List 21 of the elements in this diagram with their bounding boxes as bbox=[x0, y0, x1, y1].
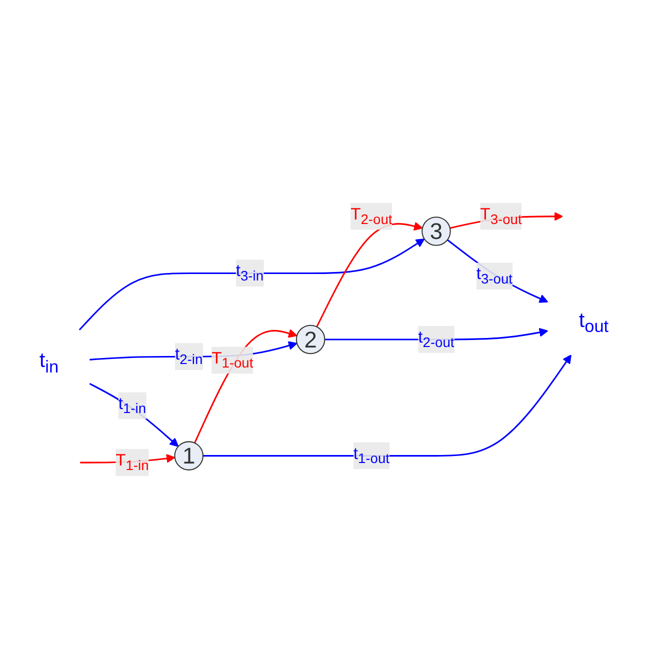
arrow bbox=[316, 222, 423, 328]
edge-label: T$_{2-out}$ bbox=[350, 206, 392, 227]
edge-label: t$_{1-out}$ bbox=[353, 445, 390, 466]
edge-label: t$_{1-in}$ bbox=[118, 395, 146, 416]
node-text: t$_{in}$ bbox=[39, 350, 59, 377]
edge-label: T$_{3-out}$ bbox=[480, 206, 522, 227]
edge-label: T$_{1-out}$ bbox=[212, 350, 254, 371]
arrow bbox=[194, 329, 298, 444]
edge-label: t$_{2-out}$ bbox=[418, 329, 454, 350]
arrow bbox=[202, 354, 572, 457]
node-circle: 3 bbox=[422, 216, 451, 246]
edge-label: t$_{3-out}$ bbox=[476, 266, 512, 287]
edge-label: t$_{3-in}$ bbox=[236, 262, 264, 284]
arrow bbox=[446, 239, 548, 303]
node-circle: 2 bbox=[296, 324, 326, 354]
edge-label: T$_{1-in}$ bbox=[116, 452, 149, 474]
edge-label: t$_{2-in}$ bbox=[175, 346, 203, 368]
arrow bbox=[89, 383, 179, 447]
node-circle: 1 bbox=[174, 441, 204, 470]
arrow bbox=[78, 238, 425, 330]
node-text: t$_{out}$ bbox=[578, 309, 609, 336]
